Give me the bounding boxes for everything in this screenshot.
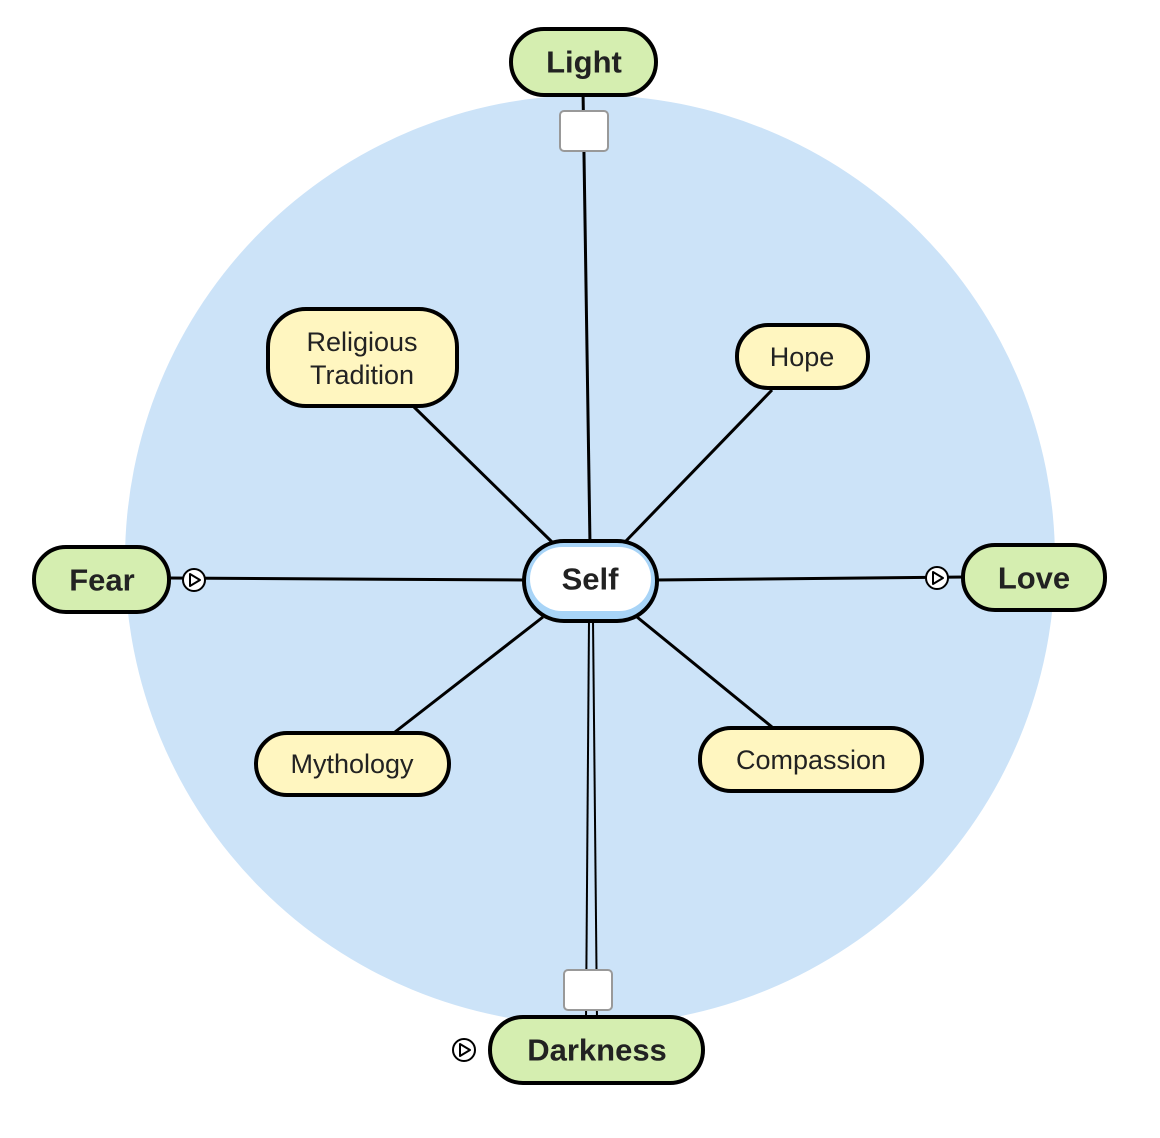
link-self-love[interactable]	[654, 575, 966, 582]
node-religious-tradition[interactable]: Religious Tradition	[266, 307, 459, 408]
link-self-mythology[interactable]	[394, 615, 544, 734]
node-label: Love	[998, 561, 1070, 596]
link-label-box-darkness[interactable]	[563, 969, 613, 1011]
node-darkness[interactable]: Darkness	[488, 1015, 705, 1085]
connections	[167, 89, 966, 1021]
node-label: Mythology	[290, 749, 414, 779]
link-self-darkness-b[interactable]	[592, 619, 598, 1021]
node-label: Darkness	[527, 1033, 667, 1068]
link-self-fear[interactable]	[167, 576, 526, 582]
node-light[interactable]: Light	[509, 27, 658, 97]
link-self-darkness-a[interactable]	[585, 619, 590, 1021]
node-label: Compassion	[736, 745, 886, 775]
node-hope[interactable]: Hope	[735, 323, 870, 390]
play-icon[interactable]	[452, 1038, 476, 1062]
play-icon[interactable]	[925, 566, 949, 590]
node-label: Fear	[69, 563, 134, 598]
link-self-hope[interactable]	[623, 388, 774, 544]
link-label-box-light[interactable]	[559, 110, 609, 152]
node-compassion[interactable]: Compassion	[698, 726, 924, 793]
node-label: Light	[546, 45, 622, 80]
node-label-line: Religious	[306, 327, 417, 357]
node-label: Hope	[770, 342, 835, 372]
link-self-compassion[interactable]	[636, 615, 773, 729]
node-love[interactable]: Love	[961, 543, 1107, 612]
play-icon[interactable]	[182, 568, 206, 592]
node-self[interactable]: Self	[522, 539, 659, 623]
node-fear[interactable]: Fear	[32, 545, 171, 614]
link-self-light[interactable]	[581, 89, 592, 546]
node-label-line: Tradition	[310, 360, 414, 390]
node-mythology[interactable]: Mythology	[254, 731, 451, 797]
link-self-religious-tradition[interactable]	[412, 405, 554, 544]
node-label: Self	[562, 562, 620, 597]
